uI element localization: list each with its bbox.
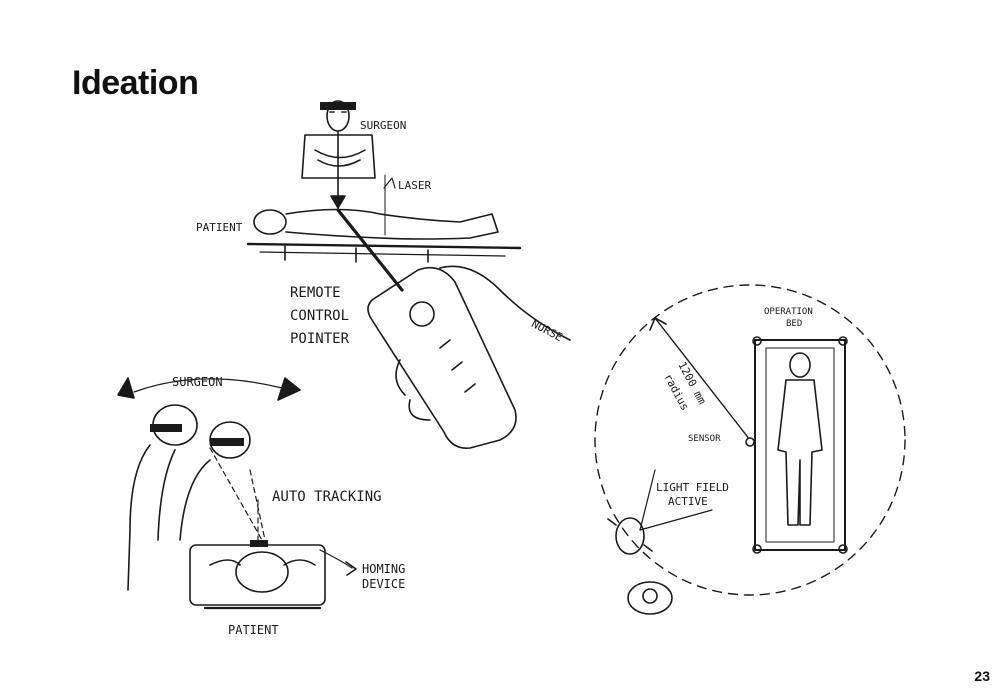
label-patient-top: PATIENT: [196, 221, 243, 234]
label-auto-tracking: AUTO TRACKING: [272, 489, 382, 505]
label-control: CONTROL: [290, 308, 350, 324]
tracking-lines: [209, 447, 266, 541]
label-pointer: POINTER: [290, 331, 350, 347]
operation-bed: [752, 336, 848, 554]
label-surgeon-top: SURGEON: [360, 119, 407, 132]
label-laser: LASER: [398, 179, 432, 192]
label-bed: BED: [786, 319, 803, 329]
label-device: DEVICE: [362, 577, 406, 591]
surgeon-figures-left: [117, 377, 301, 591]
label-operation: OPERATION: [764, 307, 813, 317]
label-homing: HOMING: [362, 562, 406, 576]
light-field-figure: [607, 469, 713, 615]
patient-lying-top: [246, 208, 522, 263]
label-light-field: LIGHT FIELD: [656, 481, 729, 494]
label-patient-left: PATIENT: [228, 623, 279, 637]
page-number: 23: [974, 668, 990, 684]
label-active: ACTIVE: [668, 495, 708, 508]
sensor-radius-circle: [594, 284, 906, 596]
laser-beam: [330, 131, 396, 236]
remote-pointer-hand: [336, 208, 571, 449]
page-title: Ideation: [72, 64, 199, 102]
patient-bed-left: [189, 540, 357, 610]
surgeon-figure-top: [301, 100, 376, 179]
label-sensor: SENSOR: [688, 434, 721, 444]
label-surgeon-left: SURGEON: [172, 375, 223, 389]
label-remote: REMOTE: [290, 285, 341, 301]
